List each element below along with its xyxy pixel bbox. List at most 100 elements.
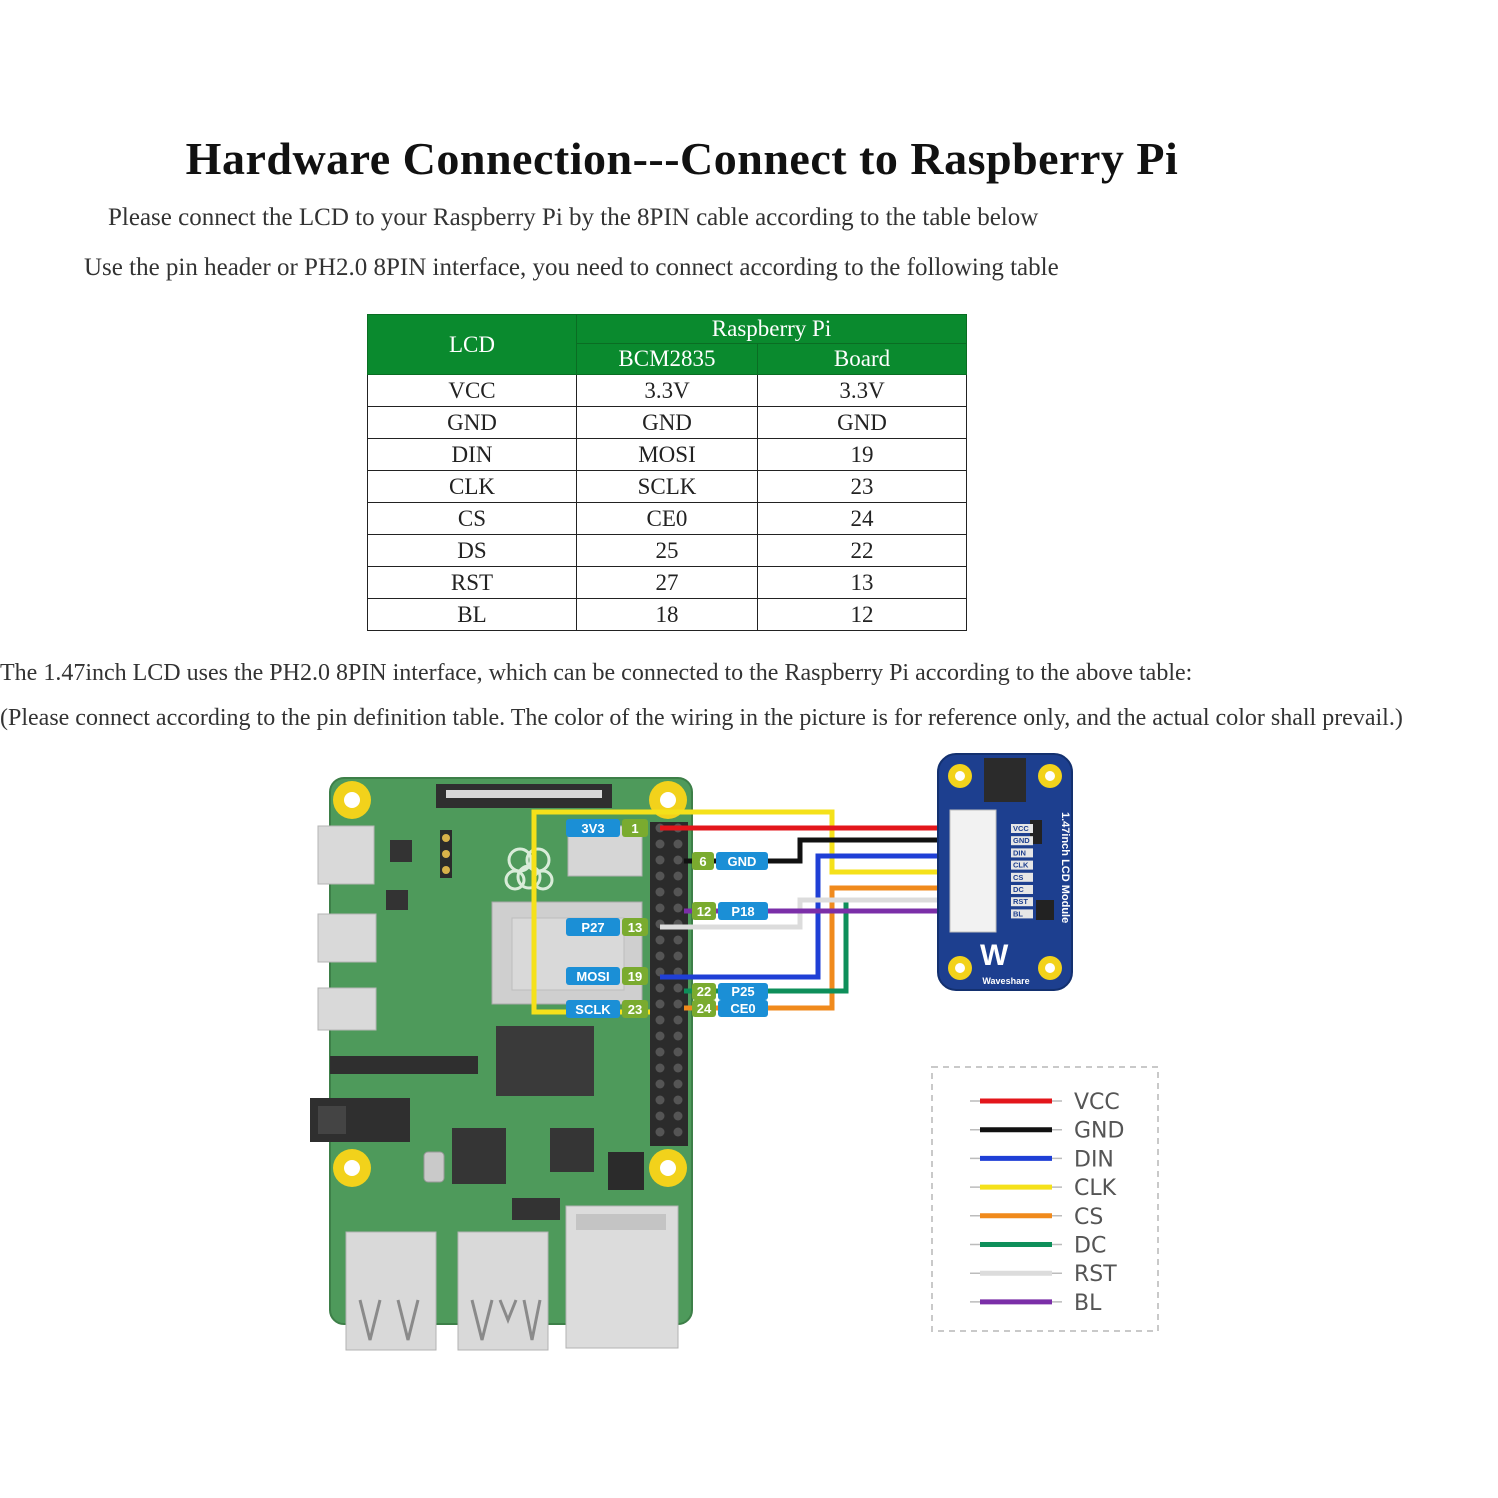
module-pin-label: DC bbox=[1013, 885, 1024, 894]
cell-lcd: DIN bbox=[367, 438, 577, 471]
module-pin-badge bbox=[1011, 836, 1033, 846]
mount-hole-icon bbox=[948, 764, 972, 788]
mount-hole-icon bbox=[333, 1149, 371, 1187]
label-text: GND bbox=[728, 854, 757, 869]
legend-label: DIN bbox=[1074, 1147, 1114, 1172]
gpio-pin bbox=[673, 1095, 683, 1105]
mount-hole-icon bbox=[1038, 956, 1062, 980]
subtitle-2: Use the pin header or PH2.0 8PIN interfa… bbox=[84, 254, 1059, 281]
label-text: 3V3 bbox=[581, 821, 604, 836]
cell-board: 24 bbox=[757, 502, 967, 535]
gpio-pin bbox=[673, 903, 683, 913]
cell-board: 13 bbox=[757, 566, 967, 599]
module-pin-badge bbox=[1011, 897, 1033, 907]
gpio-header bbox=[650, 822, 688, 1146]
gpio-pin bbox=[655, 1079, 665, 1089]
module-pin-badge bbox=[1011, 824, 1033, 833]
module-title: 1.47inch LCD Module bbox=[1059, 812, 1071, 923]
legend-label: DC bbox=[1074, 1234, 1106, 1259]
gpio-pin bbox=[655, 1015, 665, 1025]
cell-bcm: 27 bbox=[576, 566, 758, 599]
label-p27: P27 13 bbox=[566, 918, 648, 936]
cell-bcm: 3.3V bbox=[576, 374, 758, 407]
mount-hole-icon bbox=[1038, 764, 1062, 788]
note-interface: The 1.47inch LCD uses the PH2.0 8PIN int… bbox=[0, 660, 1193, 686]
gpio-pin bbox=[655, 887, 665, 897]
module-pin-badge bbox=[1011, 860, 1033, 870]
gpio-pin bbox=[655, 855, 665, 865]
legend-label: GND bbox=[1074, 1119, 1124, 1144]
label-p18: 12 P18 bbox=[692, 902, 768, 920]
cell-lcd: VCC bbox=[367, 374, 577, 407]
gpio-pin bbox=[655, 871, 665, 881]
ph2-connector bbox=[949, 809, 997, 933]
label-text: 1 bbox=[631, 821, 638, 836]
cell-board: 12 bbox=[757, 598, 967, 631]
header-lcd: LCD bbox=[367, 314, 577, 375]
gpio-pin bbox=[655, 1127, 665, 1137]
subtitle-1: Please connect the LCD to your Raspberry… bbox=[108, 204, 1039, 231]
label-text: 19 bbox=[628, 969, 642, 984]
cell-lcd: GND bbox=[367, 406, 577, 439]
gpio-pin bbox=[655, 935, 665, 945]
gpio-pin bbox=[655, 839, 665, 849]
wire-clk bbox=[531, 809, 950, 1015]
module-pin-label: GND bbox=[1013, 836, 1030, 845]
mount-hole-icon bbox=[649, 1149, 687, 1187]
label-text: MOSI bbox=[576, 969, 609, 984]
module-pin-label: CLK bbox=[1013, 861, 1029, 870]
gpio-pin bbox=[655, 983, 665, 993]
header-board: Board bbox=[757, 343, 967, 375]
cell-board: GND bbox=[757, 406, 967, 439]
gpio-pin bbox=[673, 1031, 683, 1041]
cell-bcm: SCLK bbox=[576, 470, 758, 503]
gpio-pin bbox=[673, 999, 683, 1009]
legend-label: RST bbox=[1074, 1262, 1117, 1287]
header-bcm: BCM2835 bbox=[576, 343, 758, 375]
gpio-pin bbox=[655, 903, 665, 913]
gpio-pin bbox=[673, 1015, 683, 1025]
micro-hdmi-port bbox=[317, 913, 377, 963]
label-ce0: 24 CE0 bbox=[692, 1000, 768, 1017]
cell-board: 23 bbox=[757, 470, 967, 503]
gpio-pin bbox=[673, 871, 683, 881]
cell-board: 19 bbox=[757, 438, 967, 471]
label-3v3: 3V3 1 bbox=[566, 819, 648, 837]
legend-label: CLK bbox=[1074, 1176, 1117, 1201]
gpio-pin bbox=[673, 1111, 683, 1121]
raspberry-logo-icon bbox=[504, 847, 554, 891]
label-gnd: 6 GND bbox=[692, 852, 768, 870]
cell-board: 3.3V bbox=[757, 374, 967, 407]
wiring-diagram: 3V3 1 6 GND 12 P18 P27 13 MOSI 19 bbox=[310, 753, 1159, 1351]
label-text: 24 bbox=[697, 1001, 712, 1016]
header-raspberry-pi: Raspberry Pi bbox=[576, 314, 967, 344]
cell-bcm: GND bbox=[576, 406, 758, 439]
gpio-pin bbox=[673, 855, 683, 865]
gpio-pin bbox=[655, 1095, 665, 1105]
module-pin-label: BL bbox=[1013, 909, 1023, 918]
cell-board: 22 bbox=[757, 534, 967, 567]
pin-labels: 3V3 1 6 GND 12 P18 P27 13 MOSI 19 bbox=[566, 819, 768, 1018]
gpio-pin bbox=[655, 1047, 665, 1057]
gpio-pin bbox=[673, 983, 683, 993]
legend-label: VCC bbox=[1074, 1090, 1120, 1115]
label-mosi: MOSI 19 bbox=[566, 967, 648, 985]
label-text: P18 bbox=[731, 904, 754, 919]
module-pin-label: CS bbox=[1013, 873, 1023, 882]
note-color-disclaimer: (Please connect according to the pin def… bbox=[0, 705, 1403, 731]
label-p25: 22 P25 bbox=[692, 983, 768, 1000]
gpio-pin bbox=[673, 1127, 683, 1137]
micro-hdmi-port bbox=[317, 987, 377, 1031]
label-text: 6 bbox=[699, 854, 706, 869]
gpio-pin bbox=[655, 1031, 665, 1041]
